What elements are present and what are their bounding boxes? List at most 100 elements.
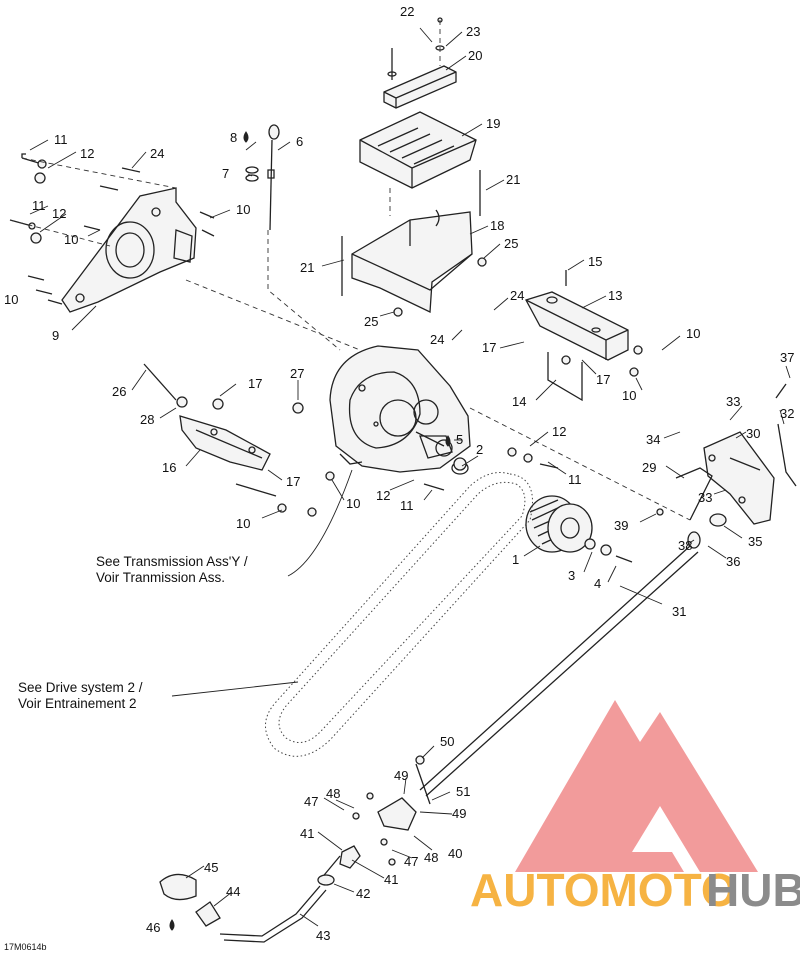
callout-10-c: 10 [4, 292, 18, 307]
callout-41-b: 41 [384, 872, 398, 887]
callout-4: 4 [594, 576, 601, 591]
callout-8: 8 [230, 130, 237, 145]
callout-24-a: 24 [150, 146, 164, 161]
callout-24-c: 24 [430, 332, 444, 347]
callout-28: 28 [140, 412, 154, 427]
callout-25-b: 25 [364, 314, 378, 329]
callout-50: 50 [440, 734, 454, 749]
mounting-plate [61, 187, 197, 313]
callout-11-d: 11 [400, 498, 414, 513]
callout-49-b: 49 [452, 806, 466, 821]
callout-12-d: 12 [376, 488, 390, 503]
callout-16: 16 [162, 460, 176, 475]
callout-26: 26 [112, 384, 126, 399]
callout-21-b: 21 [300, 260, 314, 275]
leader-lines [29, 27, 791, 927]
callout-33-a: 33 [726, 394, 740, 409]
callout-31: 31 [672, 604, 686, 619]
callout-41-a: 41 [300, 826, 314, 841]
callout-10-g: 10 [236, 516, 250, 531]
callout-27: 27 [290, 366, 304, 381]
callout-42: 42 [356, 886, 370, 901]
callout-32: 32 [780, 406, 794, 421]
drive-belt [265, 472, 533, 757]
callout-12-c: 12 [552, 424, 566, 439]
left-bracket [143, 279, 691, 521]
transmission-housing [329, 345, 471, 475]
callout-44: 44 [226, 884, 240, 899]
callout-10-a: 10 [236, 202, 250, 217]
watermark-brand-part1: AUTOMOTO [470, 864, 737, 916]
callout-38: 38 [678, 538, 692, 553]
dipstick [243, 124, 341, 351]
callout-1: 1 [512, 552, 519, 567]
callout-19: 19 [486, 116, 500, 131]
callout-23: 23 [466, 24, 480, 39]
note-drive-line2: Voir Entrainement 2 [18, 696, 137, 711]
plate-bolts [9, 153, 215, 305]
note-transmission-line2: Voir Tranmission Ass. [96, 570, 225, 585]
callout-labels: 1 2 3 4 5 6 7 8 9 10 10 10 10 10 10 10 1… [4, 4, 794, 943]
callout-21-a: 21 [506, 172, 520, 187]
callout-12-a: 12 [80, 146, 94, 161]
callout-40: 40 [448, 846, 462, 861]
callout-17-b: 17 [482, 340, 496, 355]
callout-3: 3 [568, 568, 575, 583]
callout-47-b: 47 [404, 854, 418, 869]
callout-11-b: 11 [32, 198, 46, 213]
callout-10-e: 10 [622, 388, 636, 403]
callout-51: 51 [456, 784, 470, 799]
cross-bar [383, 17, 457, 109]
callout-25-a: 25 [504, 236, 518, 251]
callout-49-a: 49 [394, 768, 408, 783]
shift-linkage-lower [159, 755, 431, 943]
callout-34: 34 [646, 432, 660, 447]
callout-10-f: 10 [346, 496, 360, 511]
callout-46: 46 [146, 920, 160, 935]
callout-43: 43 [316, 928, 330, 943]
callout-10-d: 10 [686, 326, 700, 341]
drawing-code: 17M0614b [4, 942, 47, 952]
callout-5: 5 [456, 432, 463, 447]
tray [359, 111, 477, 216]
callout-30: 30 [746, 426, 760, 441]
callout-24-b: 24 [510, 288, 524, 303]
callout-33-b: 33 [698, 490, 712, 505]
callout-14: 14 [512, 394, 526, 409]
callout-20: 20 [468, 48, 482, 63]
note-transmission-line1: See Transmission Ass'Y / [96, 554, 248, 569]
right-bracket [525, 270, 643, 402]
callout-11-c: 11 [568, 472, 582, 487]
watermark-logo: AUTOMOTO HUB [470, 700, 800, 916]
callout-39: 39 [614, 518, 628, 533]
reference-notes: See Transmission Ass'Y / Voir Tranmissio… [18, 554, 248, 711]
callout-13: 13 [608, 288, 622, 303]
callout-7: 7 [222, 166, 229, 181]
watermark-triangle-icon [515, 700, 758, 872]
callout-9: 9 [52, 328, 59, 343]
callout-47-a: 47 [304, 794, 318, 809]
watermark-brand-part2: HUB [706, 864, 800, 916]
callout-6: 6 [296, 134, 303, 149]
callout-48-a: 48 [326, 786, 340, 801]
callout-12-b: 12 [52, 206, 66, 221]
callout-11-a: 11 [54, 132, 68, 147]
callout-17-a: 17 [248, 376, 262, 391]
callout-45: 45 [204, 860, 218, 875]
callout-35: 35 [748, 534, 762, 549]
callout-17-c: 17 [596, 372, 610, 387]
support-bracket [341, 170, 487, 317]
drive-pulley [525, 495, 633, 563]
callout-36: 36 [726, 554, 740, 569]
callout-29: 29 [642, 460, 656, 475]
callout-18: 18 [490, 218, 504, 233]
callout-10-b: 10 [64, 232, 78, 247]
callout-15: 15 [588, 254, 602, 269]
shift-bracket [675, 383, 797, 525]
callout-48-b: 48 [424, 850, 438, 865]
callout-22: 22 [400, 4, 414, 19]
callout-17-d: 17 [286, 474, 300, 489]
callout-37: 37 [780, 350, 794, 365]
callout-2: 2 [476, 442, 483, 457]
